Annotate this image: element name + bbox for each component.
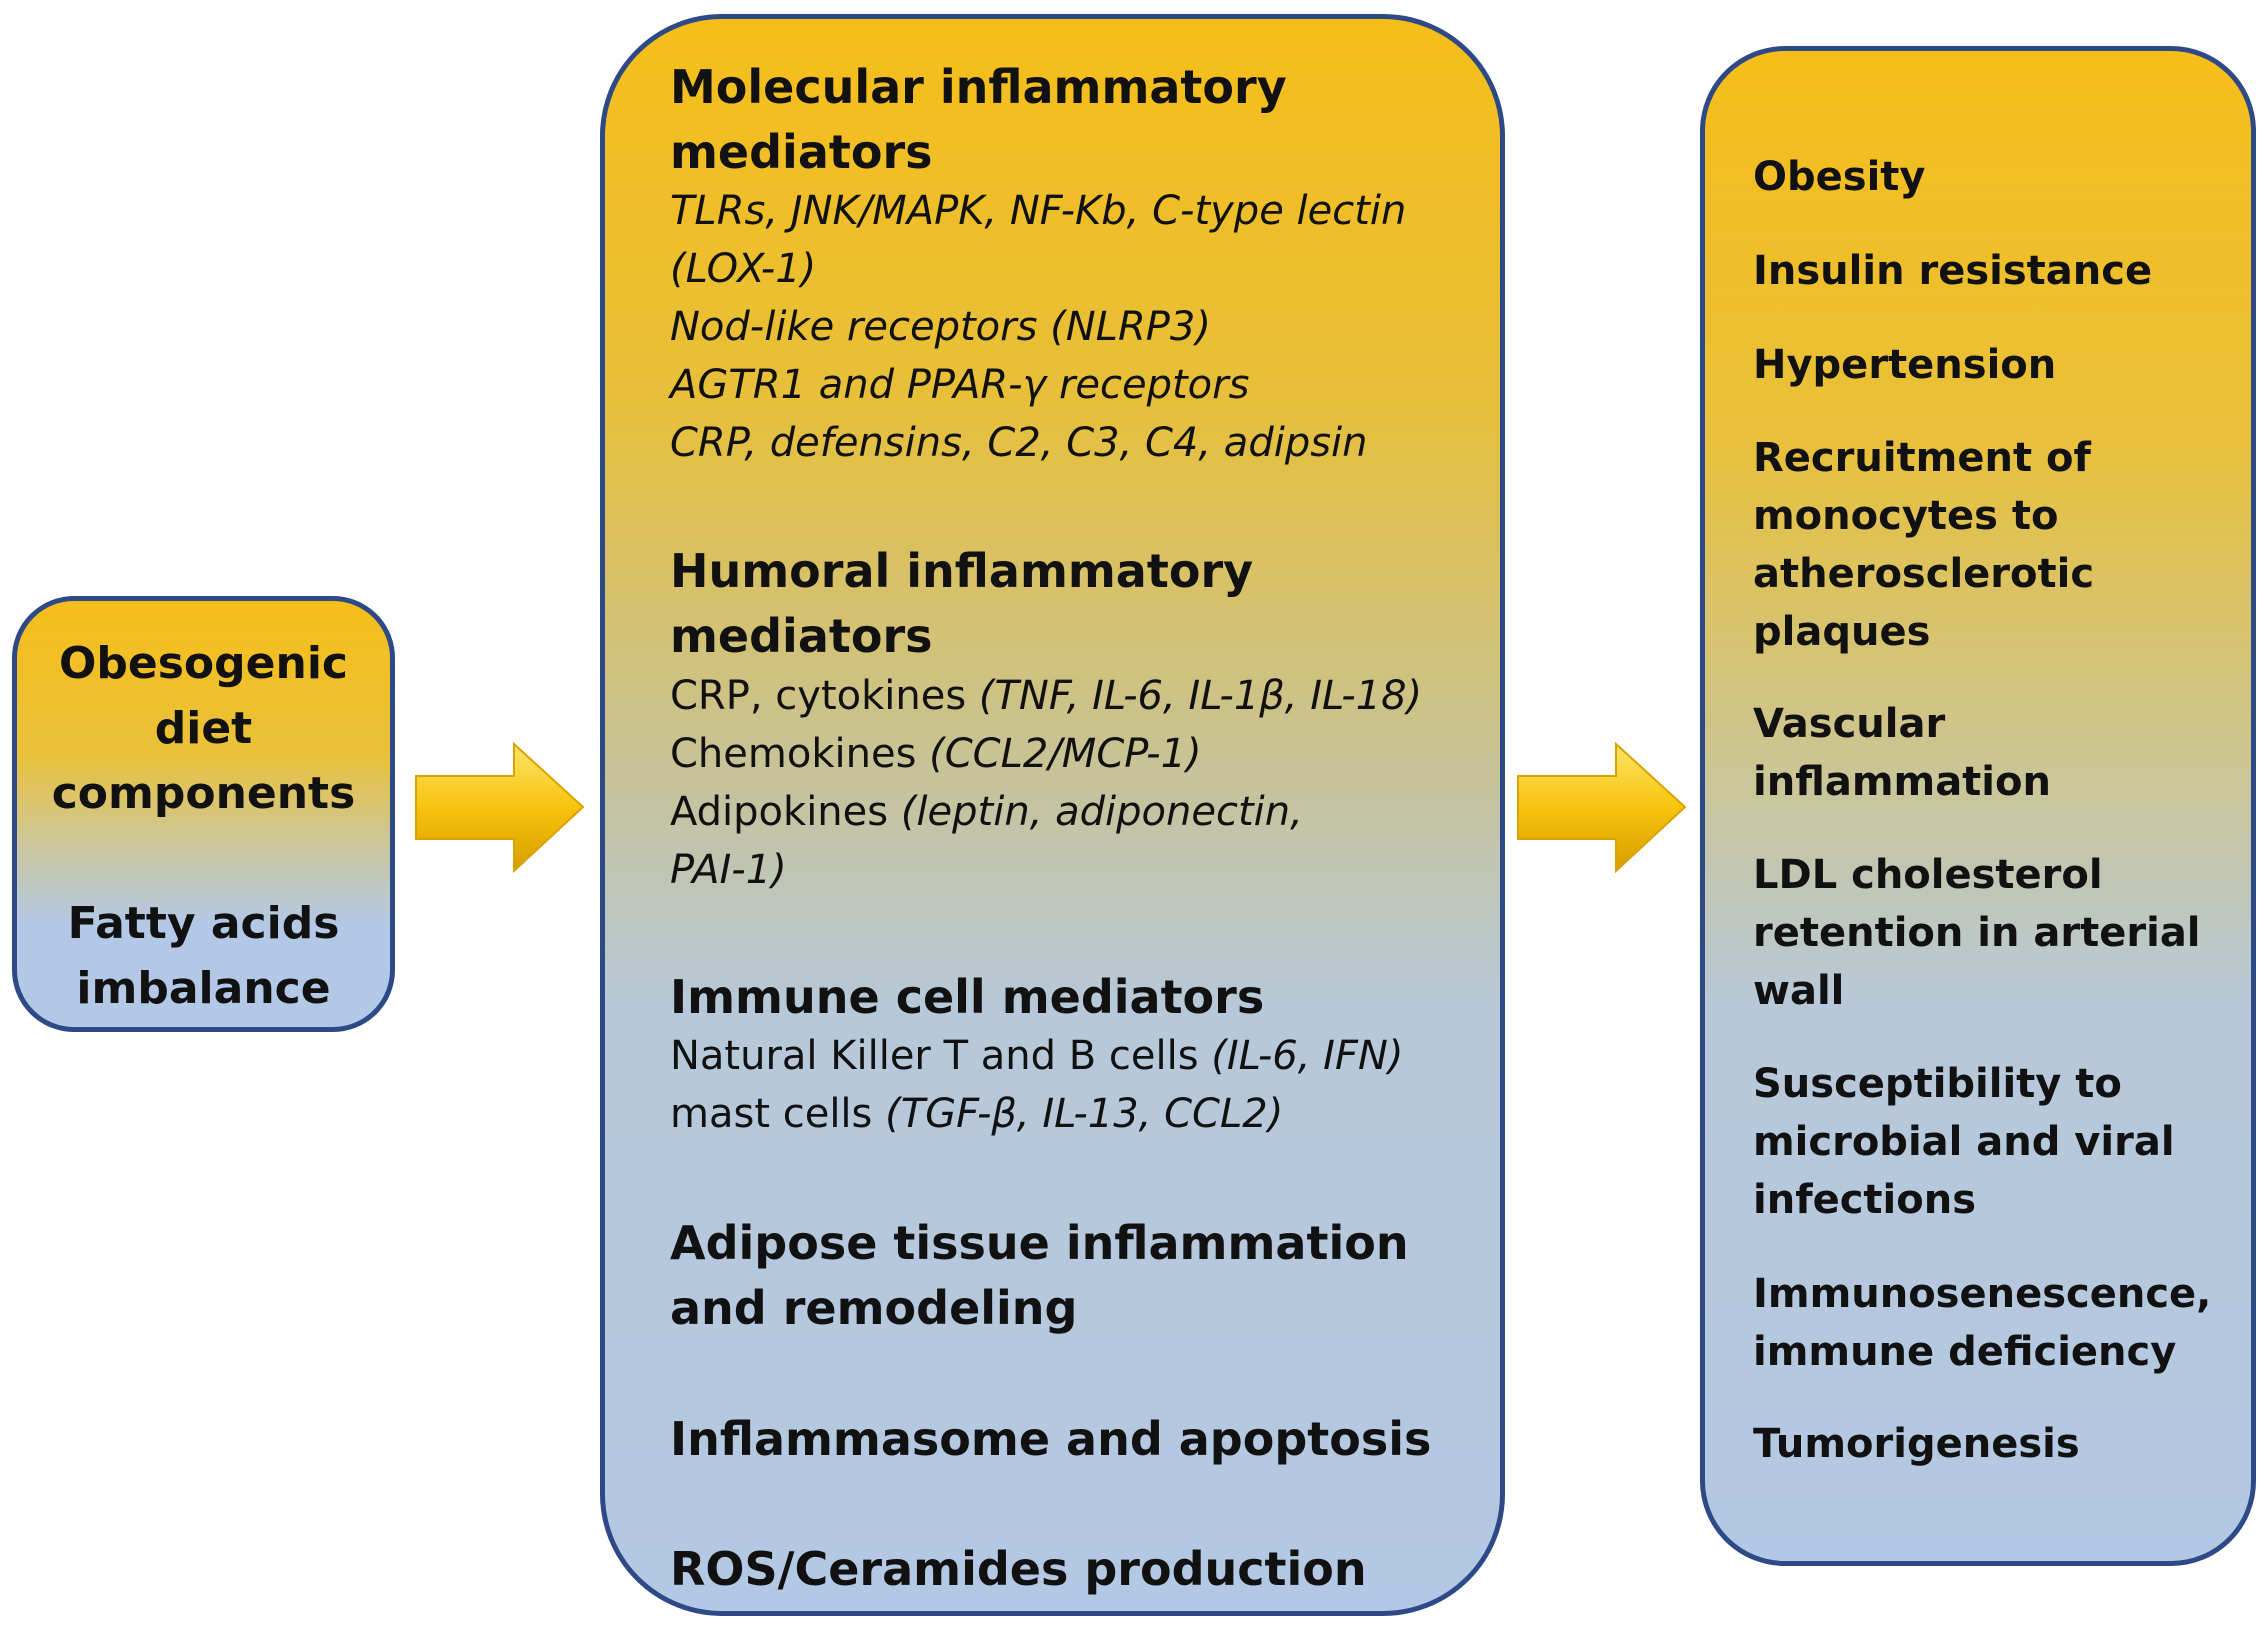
outcome-obesity: Obesity [1753,154,1926,200]
outcome-susceptibility-line-3: infections [1753,1177,1977,1223]
molecular-item: CRP, defensins, C2, C3, C4, adipsin [670,420,1368,466]
outcome-immunosenescence-line-2: immune deficiency [1753,1329,2177,1375]
outcome-immunosenescence-line-1: Immunosenescence, [1753,1271,2212,1317]
ros-heading: ROS/Ceramides production [670,1542,1367,1596]
molecular-item: Nod-like receptors (NLRP3) [670,304,1211,350]
humoral-item: CRP, cytokines (TNF, IL-6, IL-1β, IL-18) [670,673,1423,719]
outcome-susceptibility-line-2: microbial and viral [1753,1119,2175,1165]
immune-item: mast cells (TGF-β, IL-13, CCL2) [670,1091,1284,1137]
outcome-ldl-line-1: LDL cholesterol [1753,852,2103,898]
inflammatory-mediators-box: Molecular inflammatory mediators TLRs, J… [600,14,1505,1616]
outcome-monocytes-line-4: plaques [1753,609,1931,655]
outcome-hypertension: Hypertension [1753,342,2057,388]
left-line-5: imbalance [76,963,331,1014]
humoral-heading-line-1: Humoral inflammatory [670,544,1254,598]
left-line-1: Obesogenic [59,638,348,689]
outcome-monocytes-line-2: monocytes to [1753,493,2059,539]
outcome-monocytes-line-3: atherosclerotic [1753,551,2095,597]
humoral-item: Adipokines (leptin, adiponectin, [670,789,1303,835]
outcome-ldl-line-3: wall [1753,968,1845,1014]
outcome-ldl-line-2: retention in arterial [1753,910,2201,956]
inflammasome-heading: Inflammasome and apoptosis [670,1412,1432,1466]
right-arrow-icon [415,741,585,874]
outcome-monocytes-line-1: Recruitment of [1753,435,2091,481]
left-line-2: diet [154,703,253,754]
outcome-vascular-line-2: inflammation [1753,759,2051,805]
outcomes-box: Obesity Insulin resistance Hypertension … [1700,46,2256,1566]
diet-components-box: Obesogenic diet components Fatty acids i… [12,596,395,1032]
outcome-tumorigenesis: Tumorigenesis [1753,1421,2080,1467]
right-arrow-icon [1517,741,1687,874]
molecular-item: AGTR1 and PPAR-γ receptors [670,362,1250,408]
immune-heading: Immune cell mediators [670,970,1265,1024]
molecular-heading-line-2: mediators [670,125,933,179]
outcome-susceptibility-line-1: Susceptibility to [1753,1061,2122,1107]
adipose-heading-line-1: Adipose tissue inflammation [670,1216,1409,1270]
left-line-4: Fatty acids [67,898,340,949]
outcome-vascular-line-1: Vascular [1753,701,1946,747]
left-line-3: components [51,768,356,819]
outcome-insulin-resistance: Insulin resistance [1753,248,2153,294]
adipose-heading-line-2: and remodeling [670,1281,1078,1335]
humoral-heading-line-2: mediators [670,609,933,663]
humoral-item: Chemokines (CCL2/MCP-1) [670,731,1202,777]
molecular-heading-line-1: Molecular inflammatory [670,60,1287,114]
immune-item: Natural Killer T and B cells (IL-6, IFN) [670,1033,1404,1079]
molecular-item: (LOX-1) [670,246,817,292]
molecular-item: TLRs, JNK/MAPK, NF-Kb, C-type lectin [670,188,1407,234]
humoral-item: PAI-1) [670,847,787,893]
